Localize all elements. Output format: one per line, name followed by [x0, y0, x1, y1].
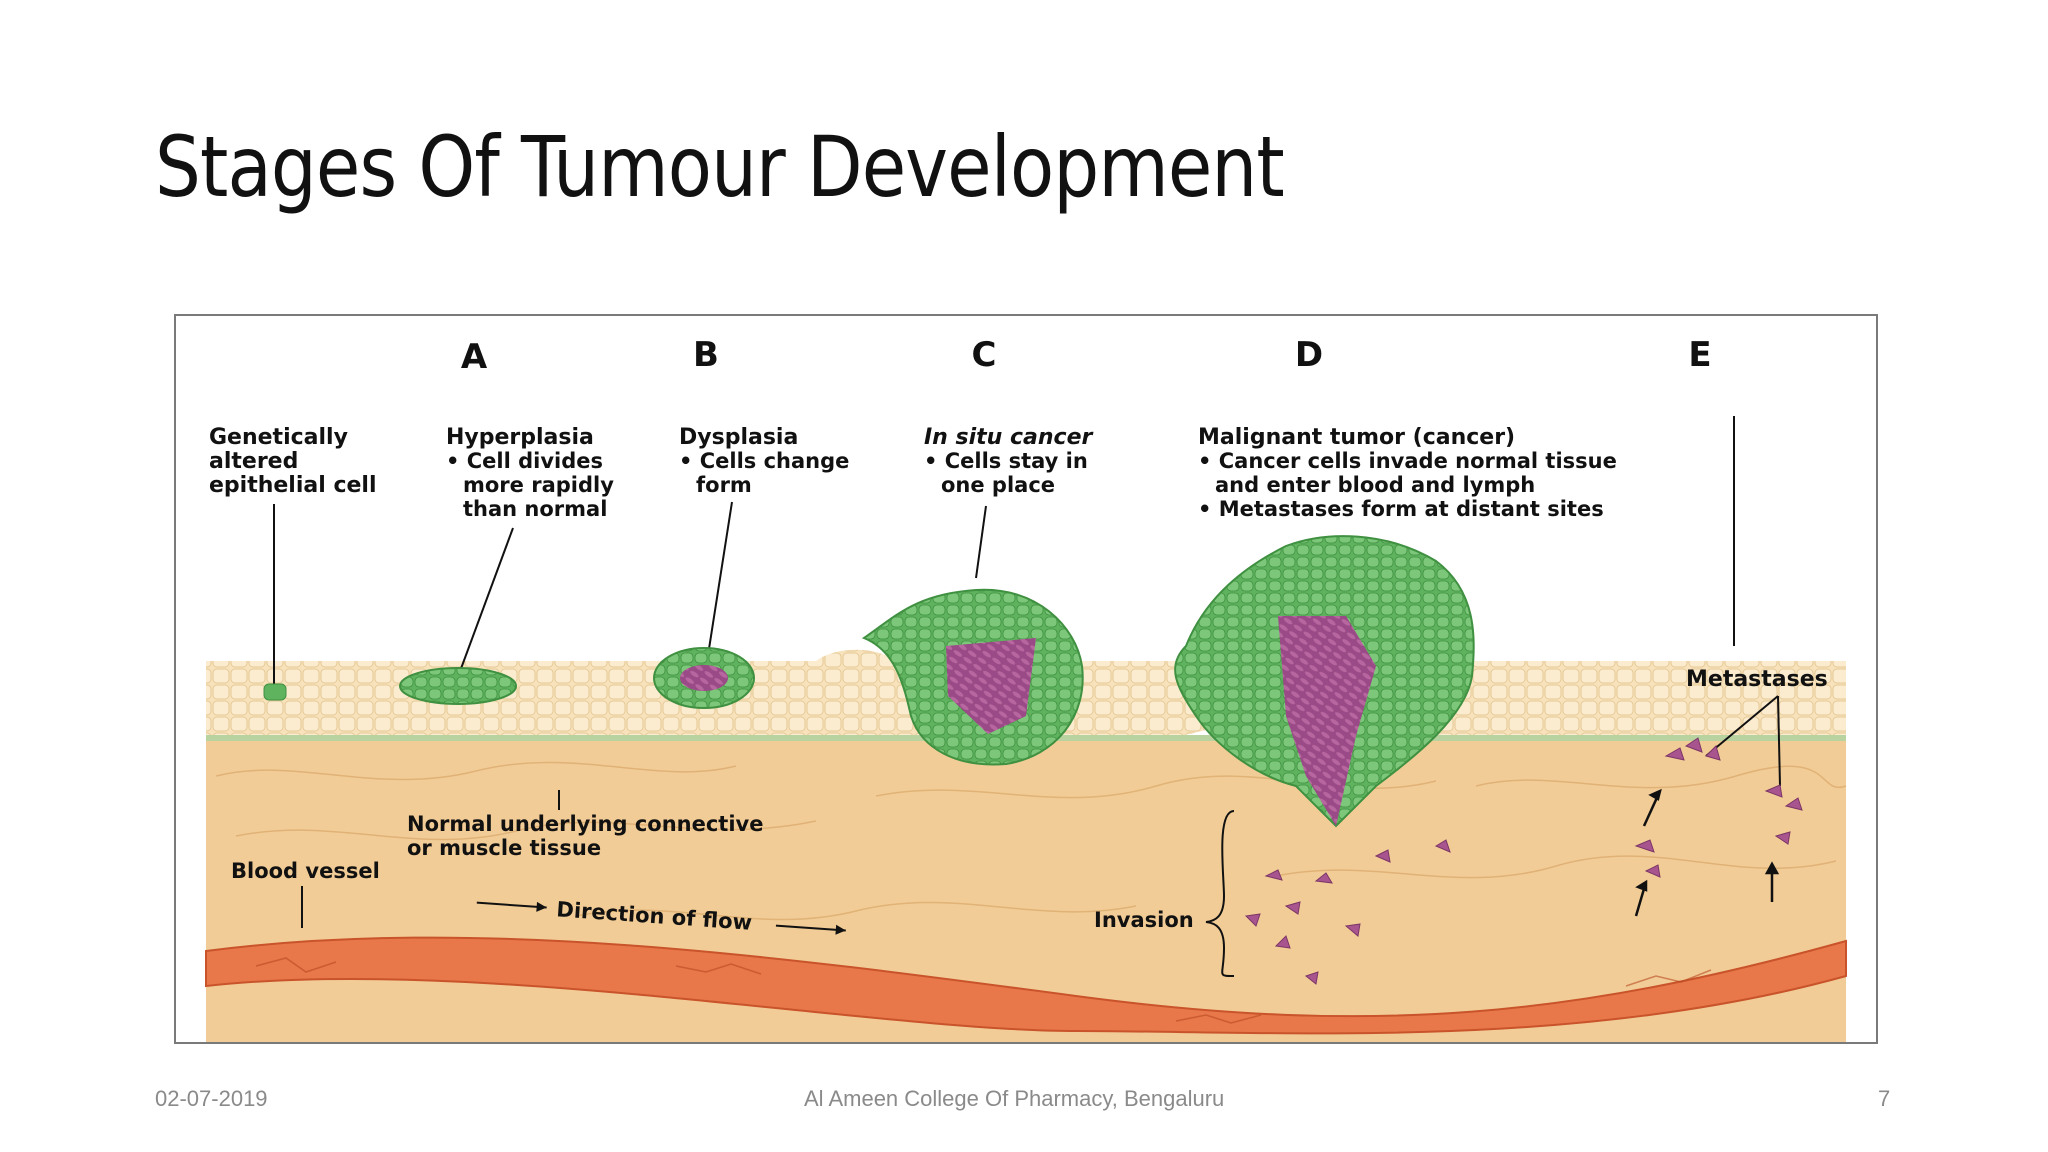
- stage-c-line1: • Cells stay in: [924, 449, 1088, 473]
- stage-b-line1: • Cells change: [679, 449, 849, 473]
- altered-cell: [263, 683, 287, 701]
- connective-label-line2: or muscle tissue: [407, 836, 601, 860]
- stage-a-line1: • Cell divides: [446, 449, 603, 473]
- invasion-cells: [1244, 839, 1451, 985]
- footer-date: 02-07-2019: [155, 1086, 268, 1111]
- hyperplasia-cluster: [399, 667, 517, 705]
- genetic-label-line2: altered: [209, 449, 298, 474]
- stage-label-b: B: [693, 335, 719, 375]
- invasion-label: Invasion: [1094, 908, 1194, 932]
- genetic-label-line1: Genetically: [209, 425, 348, 450]
- genetic-label-line3: epithelial cell: [209, 473, 376, 498]
- stage-a-heading: Hyperplasia: [446, 425, 594, 450]
- stage-label-c: C: [972, 335, 997, 375]
- blood-vessel-label: Blood vessel: [231, 859, 380, 883]
- stage-label-d: D: [1295, 335, 1323, 375]
- stage-c-line2: one place: [941, 473, 1055, 497]
- stage-label-e: E: [1688, 335, 1711, 375]
- metastatic-cells: [1634, 737, 1803, 878]
- metastases-label: Metastases: [1686, 667, 1828, 692]
- slide-title: Stages Of Tumour Development: [155, 118, 1285, 216]
- stage-d-line3: • Metastases form at distant sites: [1198, 497, 1604, 521]
- stage-b-line2: form: [696, 473, 752, 497]
- metastasis-arrows: [1634, 788, 1780, 917]
- connective-fibers: [215, 761, 1847, 921]
- connective-label-line1: Normal underlying connective: [407, 812, 763, 836]
- page-number: 7: [1878, 1086, 1891, 1111]
- footer-institution: Al Ameen College Of Pharmacy, Bengaluru: [804, 1086, 1225, 1111]
- stage-d-heading: Malignant tumor (cancer): [1198, 425, 1515, 450]
- tumour-stages-diagram: A B C D E Genetically altered epithelial…: [205, 335, 1847, 1042]
- stage-c-heading: In situ cancer: [924, 425, 1093, 450]
- stage-d-line2: and enter blood and lymph: [1215, 473, 1535, 497]
- stage-a-line2: more rapidly: [463, 473, 614, 497]
- stage-a-line3: than normal: [463, 497, 607, 521]
- blood-vessel: [205, 936, 1847, 1035]
- stage-b-heading: Dysplasia: [679, 425, 798, 450]
- stage-label-a: A: [461, 337, 488, 377]
- stage-d-line1: • Cancer cells invade normal tissue: [1198, 449, 1617, 473]
- tumour-stages-figure: A B C D E Genetically altered epithelial…: [174, 314, 1878, 1044]
